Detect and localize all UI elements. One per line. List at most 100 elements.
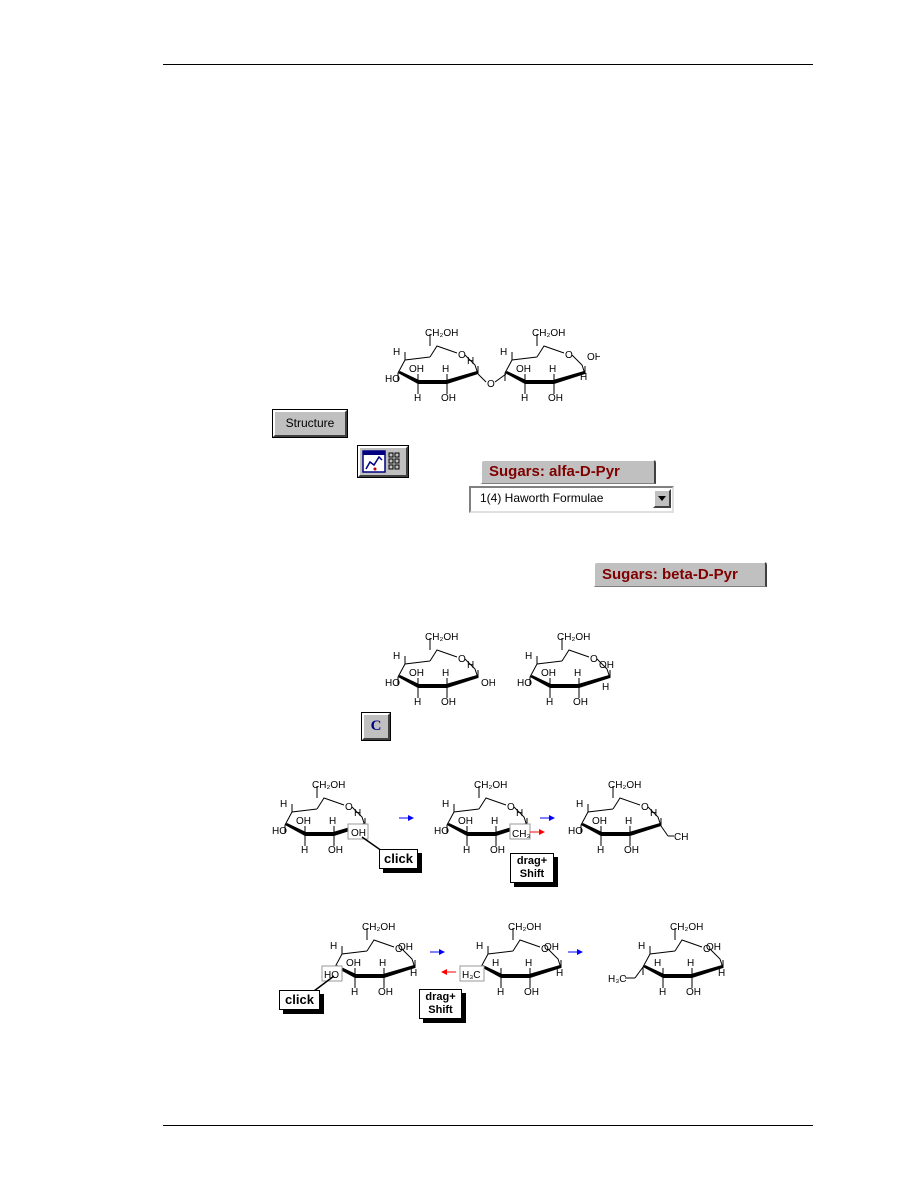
combo-dropdown-button[interactable] xyxy=(653,489,671,508)
svg-text:OH: OH xyxy=(624,845,639,856)
svg-text:OH: OH xyxy=(548,393,563,404)
svg-text:H: H xyxy=(280,799,287,810)
svg-text:CH₂OH: CH₂OH xyxy=(532,328,565,339)
svg-text:CH₂OH: CH₂OH xyxy=(425,328,458,339)
svg-text:H: H xyxy=(638,941,645,952)
tab-sugars-alfa[interactable]: Sugars: alfa-D-Pyr xyxy=(480,459,656,484)
svg-text:O: O xyxy=(590,654,598,665)
svg-text:H: H xyxy=(625,816,632,827)
header-rule xyxy=(163,64,813,65)
svg-text:O: O xyxy=(345,802,353,813)
svg-text:O: O xyxy=(703,944,711,955)
svg-text:H: H xyxy=(467,356,474,367)
svg-text:HO: HO xyxy=(324,970,339,981)
svg-text:OH: OH xyxy=(346,958,361,969)
svg-text:H: H xyxy=(410,968,417,979)
svg-text:O: O xyxy=(487,379,495,390)
svg-text:H: H xyxy=(463,845,470,856)
svg-text:HO: HO xyxy=(385,678,400,689)
svg-text:H: H xyxy=(687,958,694,969)
svg-text:OH: OH xyxy=(686,987,701,998)
svg-text:CH₂OH: CH₂OH xyxy=(425,632,458,643)
svg-text:OH: OH xyxy=(573,697,588,708)
svg-text:HO: HO xyxy=(434,826,449,837)
svg-text:H: H xyxy=(414,393,421,404)
drag-shift-callout-1: drag+ Shift xyxy=(510,853,554,883)
svg-text:CH₂OH: CH₂OH xyxy=(608,780,641,791)
svg-text:H: H xyxy=(442,799,449,810)
svg-text:OH: OH xyxy=(599,660,614,671)
svg-text:H: H xyxy=(330,941,337,952)
svg-text:O: O xyxy=(541,944,549,955)
svg-text:H: H xyxy=(379,958,386,969)
svg-text:H: H xyxy=(546,697,553,708)
scheme-row-1: CH₂OH O H HO OH H H OH H OH CH₂OH O H HO… xyxy=(272,780,688,856)
svg-text:H: H xyxy=(574,668,581,679)
svg-text:H: H xyxy=(491,816,498,827)
svg-text:H: H xyxy=(393,347,400,358)
svg-text:CH₃: CH₃ xyxy=(512,829,531,840)
svg-text:OH: OH xyxy=(441,393,456,404)
svg-text:HO: HO xyxy=(517,678,532,689)
svg-text:OH: OH xyxy=(481,678,495,689)
click-callout-2: click xyxy=(279,990,320,1010)
svg-text:OH: OH xyxy=(524,987,539,998)
svg-text:H: H xyxy=(597,845,604,856)
svg-text:H: H xyxy=(525,958,532,969)
svg-text:OH: OH xyxy=(516,364,531,375)
svg-text:O: O xyxy=(458,350,466,361)
c-atom-button[interactable]: C xyxy=(361,712,391,741)
svg-text:H: H xyxy=(492,958,499,969)
svg-text:H: H xyxy=(576,799,583,810)
svg-text:CH₂OH: CH₂OH xyxy=(312,780,345,791)
svg-text:H: H xyxy=(414,697,421,708)
svg-text:O: O xyxy=(507,802,515,813)
svg-text:OH: OH xyxy=(490,845,505,856)
svg-text:O: O xyxy=(641,802,649,813)
svg-text:CH₂OH: CH₂OH xyxy=(508,922,541,933)
svg-text:HO: HO xyxy=(385,374,400,385)
svg-text:H: H xyxy=(556,968,563,979)
svg-text:OH: OH xyxy=(398,942,413,953)
svg-text:CH₂OH: CH₂OH xyxy=(670,922,703,933)
svg-text:CH₂OH: CH₂OH xyxy=(362,922,395,933)
svg-text:OH: OH xyxy=(409,668,424,679)
footer-rule xyxy=(163,1125,813,1126)
svg-text:H: H xyxy=(301,845,308,856)
svg-text:H: H xyxy=(521,393,528,404)
svg-text:OH: OH xyxy=(541,668,556,679)
svg-text:O: O xyxy=(458,654,466,665)
drag-shift-callout-2: drag+ Shift xyxy=(419,989,462,1019)
svg-text:H: H xyxy=(516,808,523,819)
tab-sugars-beta[interactable]: Sugars: beta-D-Pyr xyxy=(593,561,767,587)
svg-text:H: H xyxy=(442,364,449,375)
svg-text:H: H xyxy=(354,808,361,819)
svg-text:OH: OH xyxy=(441,697,456,708)
svg-text:H: H xyxy=(549,364,556,375)
svg-text:HO: HO xyxy=(568,826,583,837)
svg-text:H: H xyxy=(476,941,483,952)
templates-button[interactable] xyxy=(357,445,409,478)
svg-text:OH: OH xyxy=(544,942,559,953)
combo-selected-value: 1(4) Haworth Formulae xyxy=(480,491,604,505)
disaccharide-structure: CH₂OH O H HO OH H H OH H O CH₂OH O H OH … xyxy=(385,328,600,404)
svg-text:H: H xyxy=(650,808,657,819)
svg-text:O: O xyxy=(395,944,403,955)
structure-button[interactable]: Structure xyxy=(272,409,348,438)
svg-text:H: H xyxy=(580,372,587,383)
svg-text:OH: OH xyxy=(706,942,721,953)
svg-text:HO: HO xyxy=(272,826,287,837)
svg-text:OH: OH xyxy=(587,352,600,363)
template-combo[interactable]: 1(4) Haworth Formulae xyxy=(469,486,674,513)
svg-text:H: H xyxy=(525,651,532,662)
svg-text:OH: OH xyxy=(592,816,607,827)
svg-text:OH: OH xyxy=(351,828,366,839)
svg-text:H: H xyxy=(718,968,725,979)
svg-text:H₃C: H₃C xyxy=(462,970,481,981)
svg-text:H: H xyxy=(393,651,400,662)
svg-text:OH: OH xyxy=(409,364,424,375)
svg-text:H: H xyxy=(329,816,336,827)
svg-text:H: H xyxy=(654,958,661,969)
svg-text:H: H xyxy=(497,987,504,998)
alpha-glucopyranose: CH₂OH O H HO OH H H OH H OH xyxy=(385,632,495,708)
